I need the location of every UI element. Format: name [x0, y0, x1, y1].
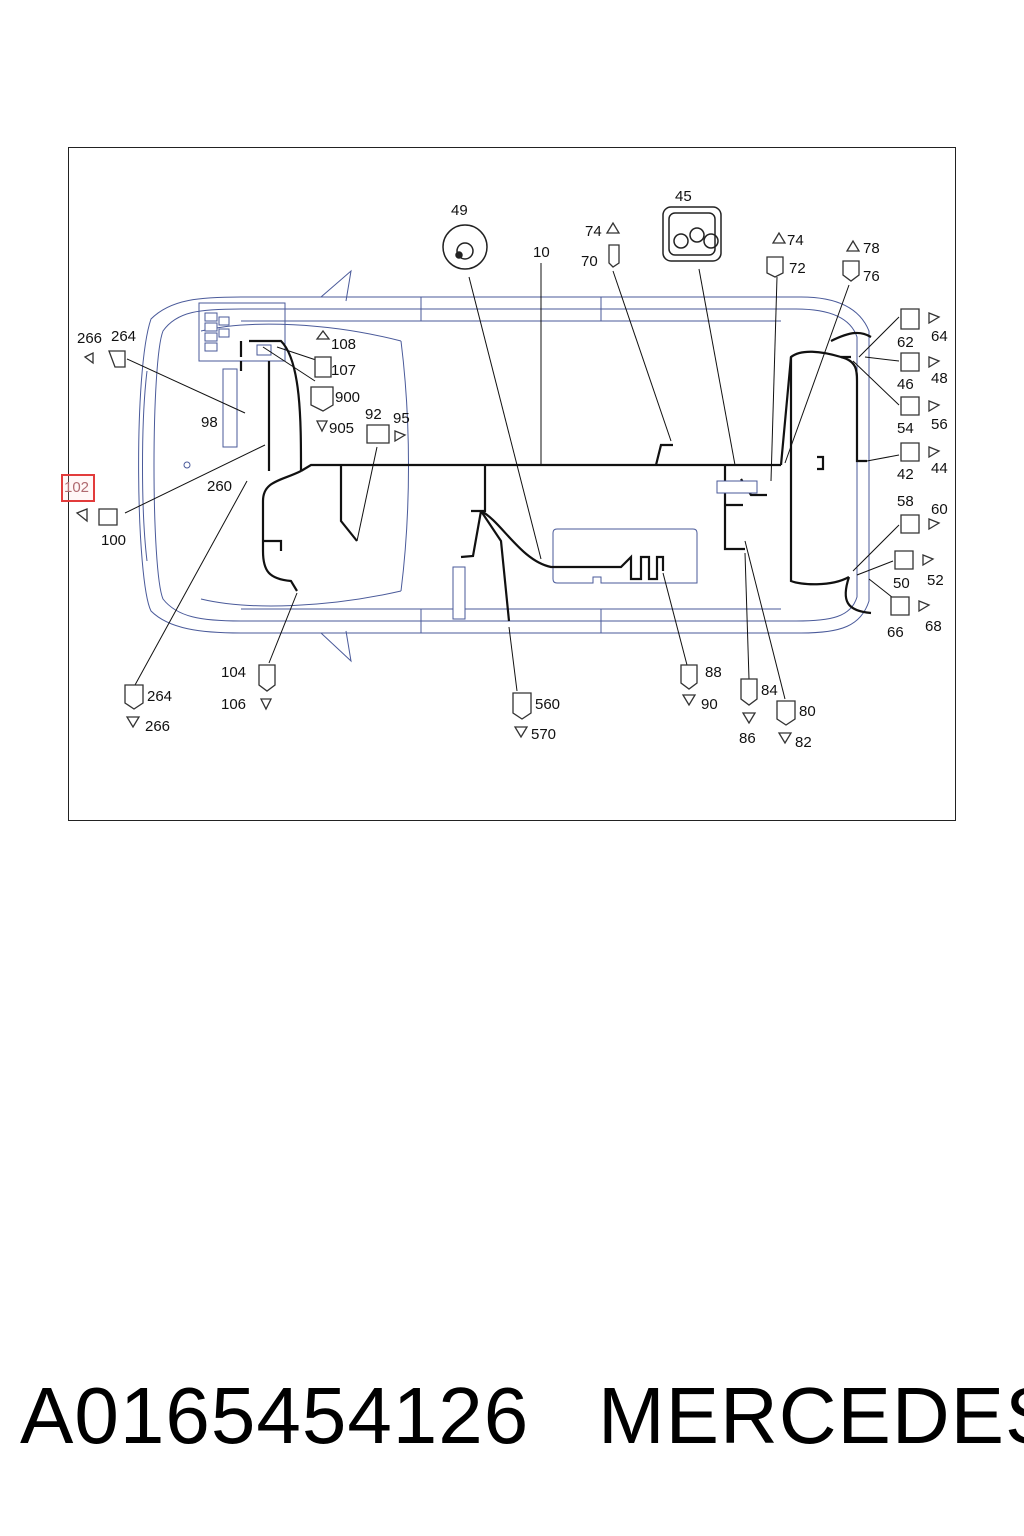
part-label-905: 905: [329, 420, 354, 437]
part-label-76: 76: [863, 268, 880, 285]
part-label-100: 100: [101, 532, 126, 549]
part-label-108: 108: [331, 336, 356, 353]
part-label-264b: 264: [147, 688, 172, 705]
part-label-62: 62: [897, 334, 914, 351]
part-label-56: 56: [931, 416, 948, 433]
leader-lines: [124, 263, 900, 700]
part-number: A0165454126: [20, 1371, 530, 1460]
part-label-84: 84: [761, 682, 778, 699]
part-label-264a: 264: [111, 328, 136, 345]
part-label-54: 54: [897, 420, 914, 437]
part-label-900: 900: [335, 389, 360, 406]
part-label-95: 95: [393, 410, 410, 427]
part-label-60: 60: [931, 501, 948, 518]
part-label-50: 50: [893, 575, 910, 592]
part-label-260: 260: [207, 478, 232, 495]
part-label-82: 82: [795, 734, 812, 751]
part-label-560: 560: [535, 696, 560, 713]
part-label-46: 46: [897, 376, 914, 393]
part-label-86: 86: [739, 730, 756, 747]
part-label-52: 52: [927, 572, 944, 589]
part-label-107: 107: [331, 362, 356, 379]
part-label-45: 45: [675, 188, 692, 205]
part-label-92: 92: [365, 406, 382, 423]
part-label-106: 106: [221, 696, 246, 713]
part-label-78: 78: [863, 240, 880, 257]
part-label-66: 66: [887, 624, 904, 641]
part-labels: 49 10 45 74 70 74 72 78 76 266 264 108 1…: [77, 188, 948, 751]
part-label-42: 42: [897, 466, 914, 483]
highlighted-part-label: 102: [64, 479, 90, 496]
highlighted-part-box: [61, 474, 95, 502]
switch-panel-45: [662, 206, 722, 262]
part-label-570: 570: [531, 726, 556, 743]
part-label-104: 104: [221, 664, 246, 681]
speaker-49: [442, 224, 488, 270]
part-label-98: 98: [201, 414, 218, 431]
part-label-58: 58: [897, 493, 914, 510]
part-label-10: 10: [533, 244, 550, 261]
part-label-64: 64: [931, 328, 948, 345]
part-label-68: 68: [925, 618, 942, 635]
footer: A0165454126 MERCEDES: [20, 1370, 1024, 1470]
part-label-80: 80: [799, 703, 816, 720]
part-label-72: 72: [789, 260, 806, 277]
part-label-74a: 74: [585, 223, 602, 240]
part-label-44: 44: [931, 460, 948, 477]
brand-name: MERCEDES: [598, 1371, 1024, 1460]
wiring-diagram: 49 10 45 74 70 74 72 78 76 266 264 108 1…: [75, 188, 948, 751]
connector-icons: [75, 221, 941, 745]
part-label-90: 90: [701, 696, 718, 713]
part-label-266b: 266: [145, 718, 170, 735]
part-label-74b: 74: [787, 232, 804, 249]
fuse-box: [204, 312, 758, 620]
wiring-diagram-frame: 49 10 45 74 70 74 72 78 76 266 264 108 1…: [68, 147, 956, 821]
part-label-88: 88: [705, 664, 722, 681]
part-label-49: 49: [451, 202, 468, 219]
part-label-70: 70: [581, 253, 598, 270]
part-label-266a: 266: [77, 330, 102, 347]
part-label-48: 48: [931, 370, 948, 387]
